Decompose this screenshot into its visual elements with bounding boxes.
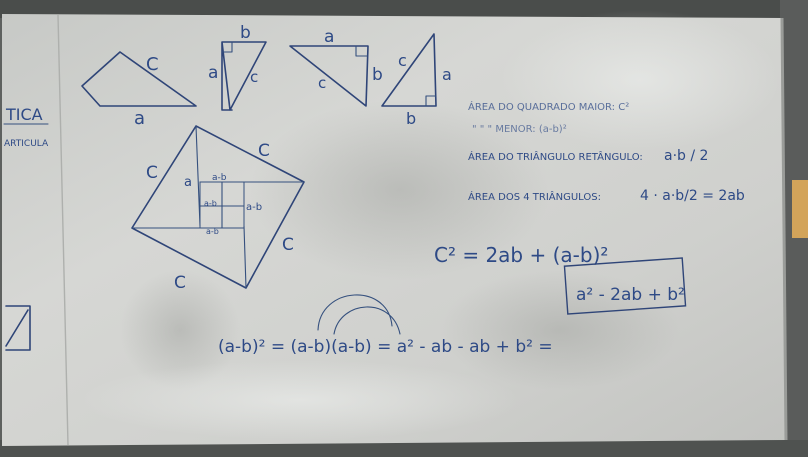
tri4-hyp-label: c bbox=[398, 51, 407, 70]
sq-c-label-4: C bbox=[174, 273, 186, 293]
tri1-hyp-label: C bbox=[146, 54, 159, 75]
left-label-1: TICA bbox=[5, 105, 43, 124]
triangle-4: c a b bbox=[381, 33, 452, 128]
sticky-tag bbox=[792, 180, 808, 238]
sq-a-label: a bbox=[184, 175, 192, 190]
sq-c-label-3: C bbox=[282, 235, 294, 255]
note-line-3-label: ÁREA DO TRIÂNGULO RETÂNGULO: bbox=[468, 150, 643, 163]
notes-block: ÁREA DO QUADRADO MAIOR: C² " " " MENOR: … bbox=[434, 100, 745, 267]
sq-inner-label-1: a-b bbox=[212, 173, 227, 183]
tri2-hyp-label: c bbox=[250, 68, 258, 86]
triangle-2: b a c bbox=[208, 23, 267, 111]
sq-inner-label-3: a-b bbox=[246, 202, 262, 213]
tri2-left-label: a bbox=[208, 63, 218, 83]
note-line-3-value: a·b / 2 bbox=[664, 148, 708, 164]
equation-2-boxed: a² - 2ab + b² bbox=[576, 285, 685, 305]
sq-c-label-1: C bbox=[146, 163, 158, 183]
triangle-3: a b c bbox=[289, 27, 383, 107]
tri3-hyp-label: c bbox=[318, 74, 326, 92]
bottom-equation: (a-b)² = (a-b)(a-b) = a² - ab - ab + b² … bbox=[218, 257, 687, 357]
sq-c-label-2: C bbox=[258, 141, 270, 161]
sq-inner-label-4: a-b bbox=[206, 227, 219, 236]
tri2-top-label: b bbox=[240, 23, 251, 43]
equation-1: C² = 2ab + (a-b)² bbox=[434, 243, 608, 267]
left-square-sketch bbox=[5, 305, 31, 351]
board-seam bbox=[57, 14, 69, 446]
tri1-leg-label: a bbox=[134, 108, 145, 129]
note-line-4-value: 4 · a·b/2 = 2ab bbox=[640, 188, 745, 204]
square-diagram: C C C C a a-b a-b a-b a-b bbox=[131, 125, 305, 293]
sq-inner-label-2: a-b bbox=[204, 199, 217, 208]
tri3-top-label: a bbox=[324, 27, 334, 47]
tri4-right-label: a bbox=[442, 65, 452, 84]
boxed-result-frame bbox=[563, 257, 687, 315]
tri3-right-label: b bbox=[372, 65, 383, 85]
note-line-1: ÁREA DO QUADRADO MAIOR: C² bbox=[468, 100, 629, 113]
left-label-2: ARTICULA bbox=[4, 139, 49, 149]
tri4-bottom-label: b bbox=[406, 109, 416, 128]
note-line-2: " " " MENOR: (a-b)² bbox=[472, 124, 567, 135]
triangle-1: C a bbox=[81, 51, 197, 129]
note-line-4-label: ÁREA DOS 4 TRIÂNGULOS: bbox=[468, 190, 601, 203]
equation-2-lhs: (a-b)² = (a-b)(a-b) = a² - ab - ab + b² … bbox=[218, 337, 553, 357]
